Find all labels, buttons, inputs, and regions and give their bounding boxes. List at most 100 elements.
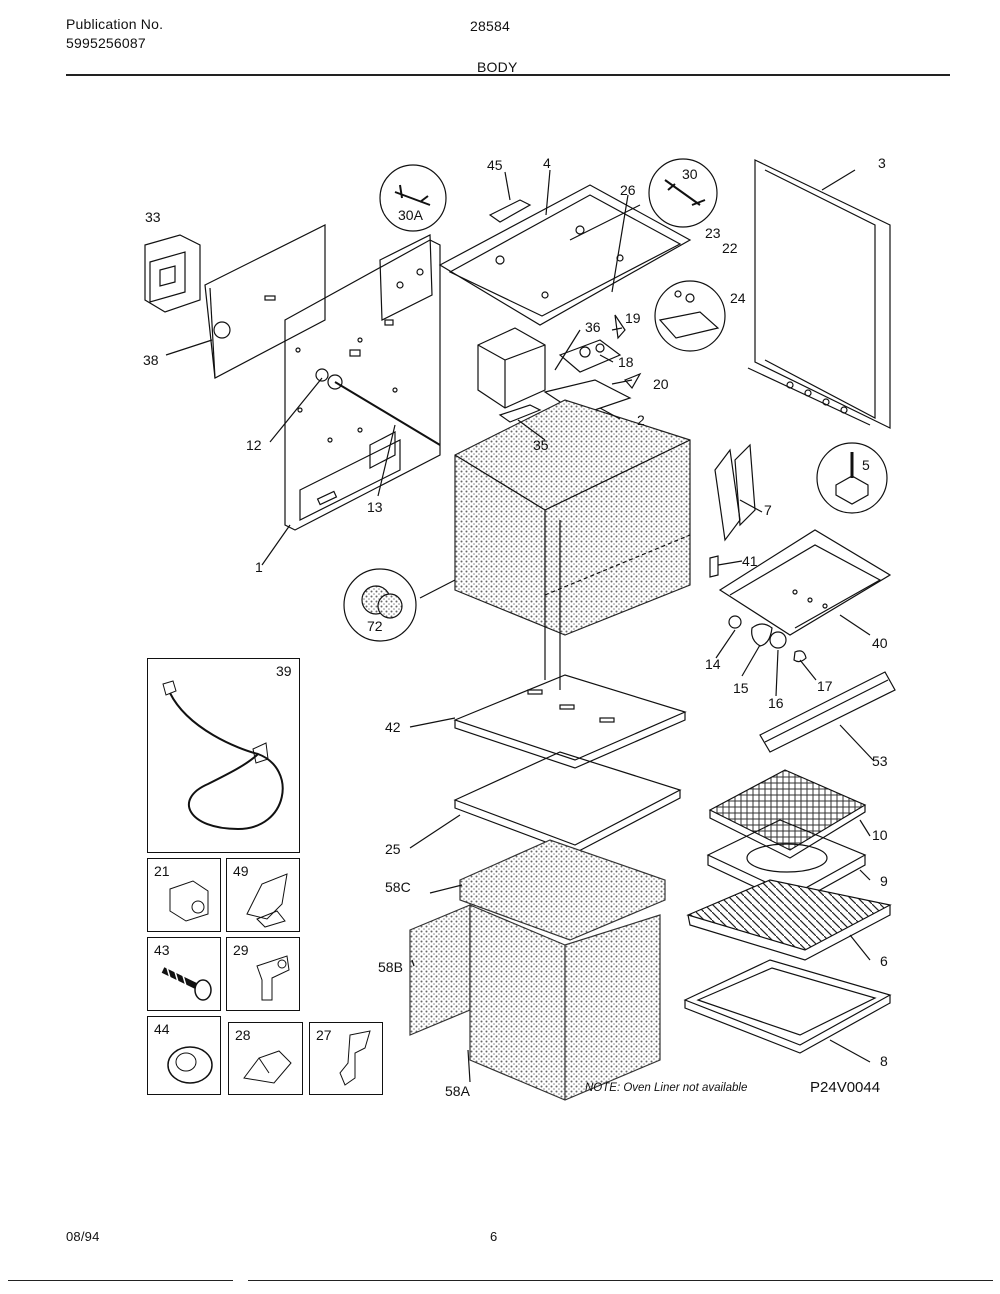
inset-box-44: 44: [147, 1016, 221, 1095]
callout-13: 13: [367, 499, 383, 515]
section-title: BODY: [477, 59, 518, 75]
detail-72-circle: [343, 568, 417, 642]
inset-box-49: 49: [226, 858, 300, 932]
callout-53: 53: [872, 753, 888, 769]
inset-box-28: 28: [228, 1022, 303, 1095]
inset-21-number: 21: [154, 863, 170, 879]
part-19-clip: [614, 314, 626, 340]
callout-72: 72: [367, 618, 383, 634]
callout-26: 26: [620, 182, 636, 198]
inset-29-number: 29: [233, 942, 249, 958]
publication-label: Publication No.: [66, 16, 164, 32]
part-1-back-wall: [284, 234, 441, 531]
callout-58a: 58A: [445, 1083, 470, 1099]
callout-6: 6: [880, 953, 888, 969]
part-4-top-panel: [438, 184, 692, 326]
callout-12: 12: [246, 437, 262, 453]
callout-30a: 30A: [398, 207, 423, 223]
inset-box-29: 29: [226, 937, 300, 1011]
callout-33: 33: [145, 209, 161, 225]
callout-19: 19: [625, 310, 641, 326]
callout-15: 15: [733, 680, 749, 696]
diagram-code: P24V0044: [810, 1079, 881, 1096]
part-25-shield: [453, 751, 682, 854]
inset-box-39-power-cord: 39: [147, 658, 300, 853]
part-15-bulb: [751, 623, 773, 647]
inset-27-number: 27: [316, 1027, 332, 1043]
callout-5: 5: [862, 457, 870, 473]
callout-23: 23: [705, 225, 721, 241]
part-58-insulation: [409, 839, 666, 1101]
callout-42: 42: [385, 719, 401, 735]
inset-49-number: 49: [233, 863, 249, 879]
callout-25: 25: [385, 841, 401, 857]
spring-clip-icon: [243, 1050, 292, 1084]
inset-box-27: 27: [309, 1022, 383, 1095]
callout-4: 4: [543, 155, 551, 171]
knob-icon: [167, 1046, 213, 1084]
footer-page-number: 6: [490, 1229, 498, 1244]
clip-icon: [169, 880, 209, 922]
part-8-bottom-tray: [683, 959, 892, 1054]
publication-number: 5995256087: [66, 35, 146, 51]
part-38-back-panel: [204, 224, 326, 379]
callout-20: 20: [653, 376, 669, 392]
part-6-oven-rack: [686, 879, 892, 961]
callout-38: 38: [143, 352, 159, 368]
part-17-cover: [793, 650, 807, 663]
callout-45: 45: [487, 157, 503, 173]
inset-box-21: 21: [147, 858, 221, 932]
callout-41: 41: [742, 553, 758, 569]
part-18-thermostat: [558, 339, 622, 373]
callout-18: 18: [618, 354, 634, 370]
detail-5-leveler-circle: [816, 442, 888, 514]
inset-box-43: 43: [147, 937, 221, 1011]
screw-icon: [161, 963, 212, 1001]
part-33-junction-box: [144, 234, 201, 313]
callout-24: 24: [730, 290, 746, 306]
inset-44-number: 44: [154, 1021, 170, 1037]
callout-7: 7: [764, 502, 772, 518]
strap-icon: [339, 1030, 371, 1086]
part-40-broil-panel: [718, 529, 892, 636]
footer-rule-left: [8, 1280, 233, 1281]
detail-30-circle: [648, 158, 718, 228]
callout-30: 30: [682, 166, 698, 182]
power-cord-icon: [162, 680, 284, 831]
callout-35: 35: [533, 437, 549, 453]
part-53-rail: [759, 671, 896, 753]
part-3-side-panel: [747, 159, 891, 429]
callout-14: 14: [705, 656, 721, 672]
callout-17: 17: [817, 678, 833, 694]
callout-8: 8: [880, 1053, 888, 1069]
part-35-bracket: [498, 404, 542, 423]
header-rule: [66, 74, 950, 76]
footer-rule-right: [248, 1280, 993, 1281]
callout-2: 2: [637, 412, 645, 428]
callout-36: 36: [585, 319, 601, 335]
part-42-oven-bottom: [453, 674, 687, 769]
part-7-hinges: [714, 443, 756, 542]
part-14-socket: [728, 615, 742, 629]
inset-28-number: 28: [235, 1027, 251, 1043]
callout-10: 10: [872, 827, 888, 843]
oven-body: [454, 399, 691, 690]
model-number: 28584: [470, 18, 510, 34]
part-16-lens: [769, 631, 787, 649]
inset-43-number: 43: [154, 942, 170, 958]
hinge-bracket-icon: [256, 955, 290, 1001]
callout-3: 3: [878, 155, 886, 171]
callout-1: 1: [255, 559, 263, 575]
callout-9: 9: [880, 873, 888, 889]
part-36-duct: [477, 327, 546, 409]
part-12-fitting: [315, 368, 441, 446]
oven-liner-note: NOTE: Oven Liner not available: [585, 1082, 748, 1094]
footer-date: 08/94: [66, 1229, 100, 1244]
part-20-clip: [623, 372, 642, 390]
detail-30a-circle: [379, 164, 447, 232]
detail-22-24-circle: [654, 280, 726, 352]
callout-58c: 58C: [385, 879, 411, 895]
bracket-icon: [246, 873, 288, 928]
